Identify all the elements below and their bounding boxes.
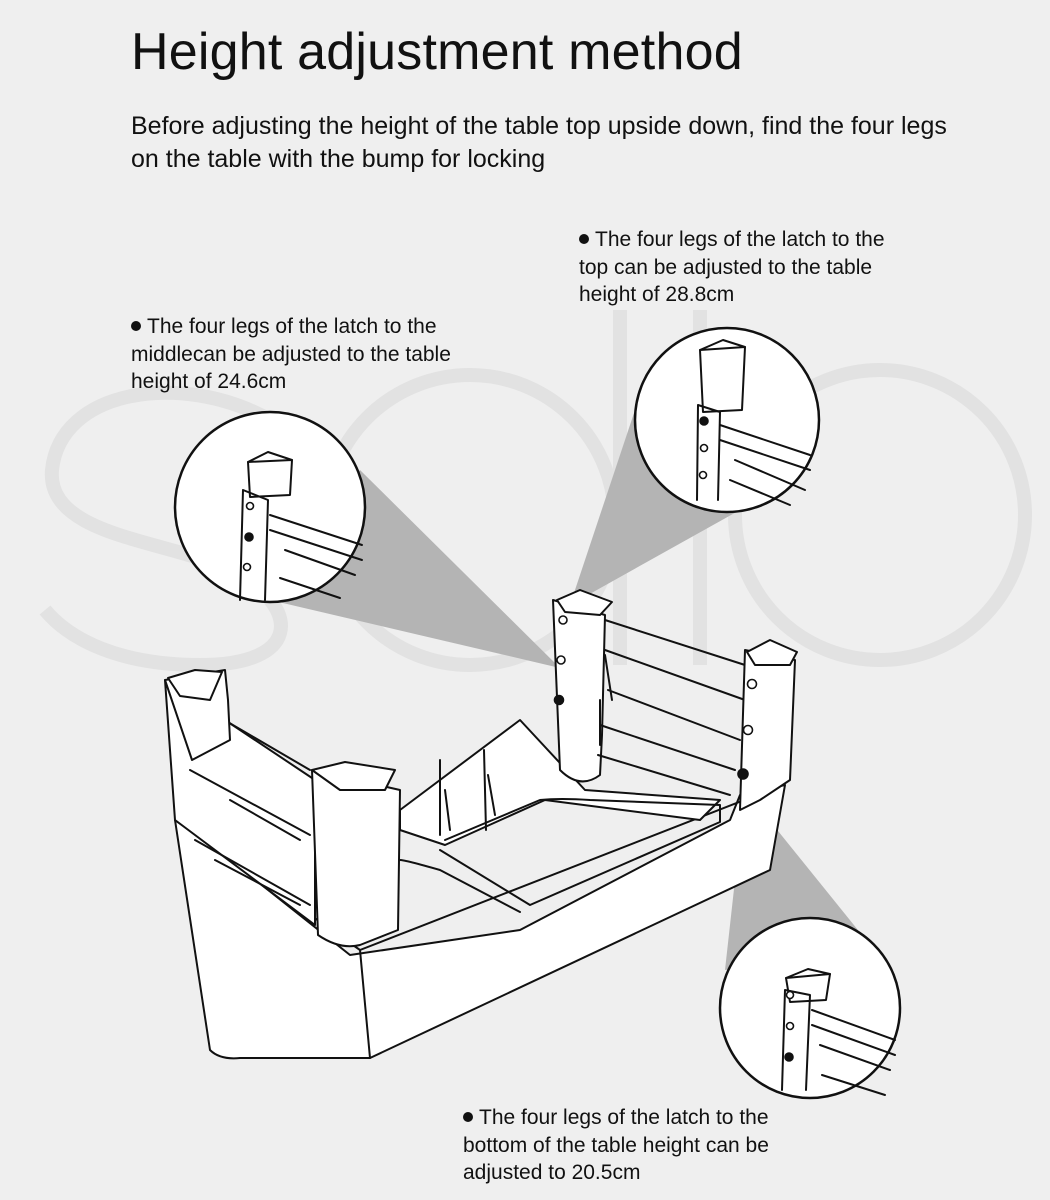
note-top-line-3: height of 28.8cm	[579, 283, 735, 306]
magnifier-bottom	[718, 916, 902, 1100]
page-subtitle: Before adjusting the height of the table…	[131, 112, 947, 173]
page-title: Height adjustment method	[131, 23, 743, 81]
beam-top	[570, 410, 740, 605]
note-top: The four legs of the latch to the top ca…	[579, 226, 885, 309]
note-bottom: The four legs of the latch to the bottom…	[463, 1104, 769, 1187]
note-bottom-line-2: bottom of the table height can be	[463, 1133, 769, 1157]
note-middle-line-2: middlecan be adjusted to the table	[131, 342, 451, 366]
magnifier-top	[633, 326, 821, 514]
magnifier-middle	[173, 410, 367, 604]
note-bottom-line-1: The four legs of the latch to the	[479, 1106, 769, 1129]
table-frame	[164, 589, 798, 1060]
note-middle: The four legs of the latch to the middle…	[131, 313, 451, 396]
bullet-icon	[463, 1112, 473, 1122]
note-middle-line-3: height of 24.6cm	[131, 370, 287, 393]
note-top-line-1: The four legs of the latch to the	[595, 228, 885, 251]
note-middle-line-1: The four legs of the latch to the	[147, 315, 437, 338]
note-top-line-2: top can be adjusted to the table	[579, 255, 873, 279]
bullet-icon	[131, 321, 141, 331]
bullet-icon	[579, 234, 589, 244]
note-bottom-line-3: adjusted to 20.5cm	[463, 1161, 641, 1184]
